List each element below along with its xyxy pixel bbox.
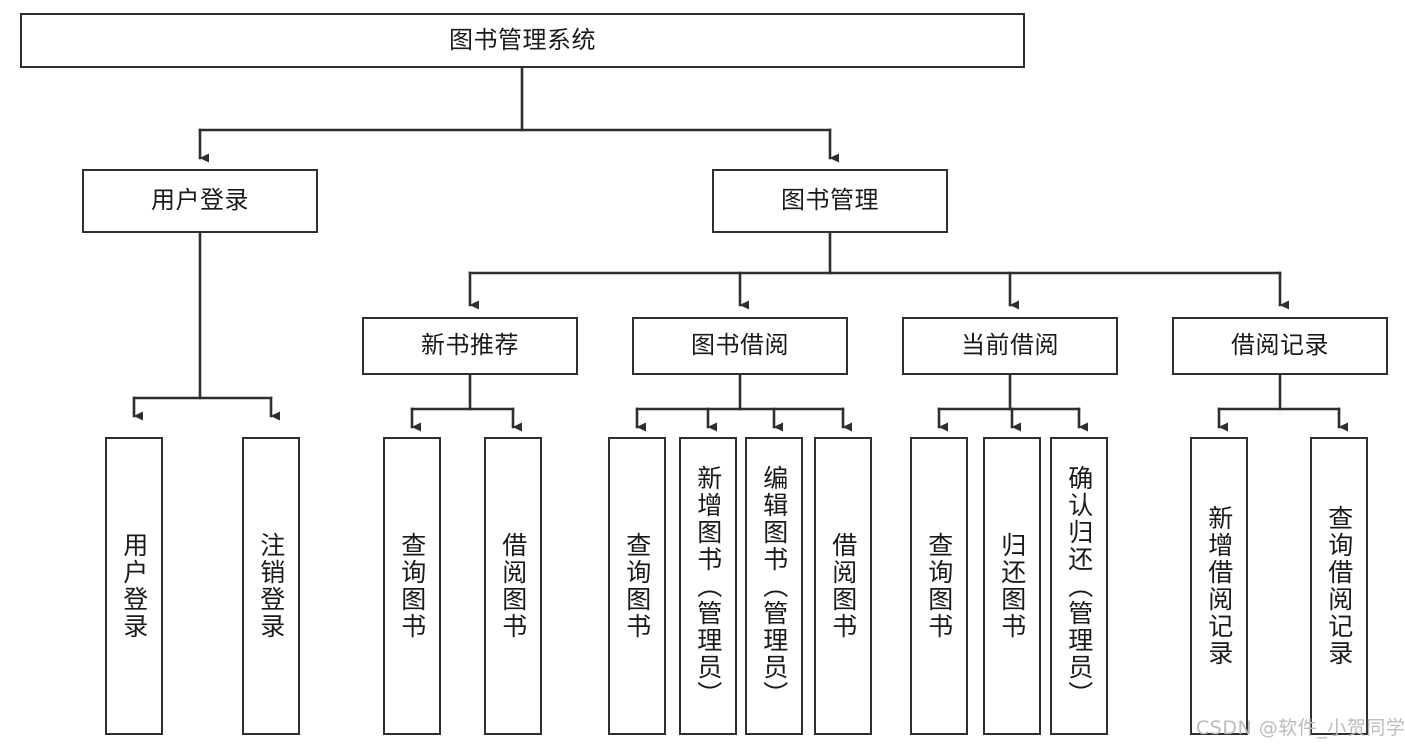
node-book-manage[interactable]: 图书管理 — [712, 169, 948, 233]
node-leaf-query-book-3-label: 查询图书 — [924, 532, 954, 640]
node-leaf-query-record[interactable]: 查询借阅记录 — [1310, 437, 1368, 735]
node-leaf-query-book-1[interactable]: 查询图书 — [383, 437, 441, 735]
node-leaf-add-record-label: 新增借阅记录 — [1204, 505, 1234, 667]
node-leaf-add-book[interactable]: 新增图书（管理员） — [679, 437, 737, 735]
node-leaf-edit-book-label: 编辑图书（管理员） — [759, 464, 789, 708]
node-current-loan[interactable]: 当前借阅 — [902, 317, 1118, 375]
node-leaf-query-book-1-label: 查询图书 — [397, 532, 427, 640]
node-leaf-add-record[interactable]: 新增借阅记录 — [1190, 437, 1248, 735]
node-leaf-user-login-label: 用户登录 — [119, 532, 149, 640]
node-leaf-borrow-book-2[interactable]: 借阅图书 — [814, 437, 872, 735]
node-leaf-borrow-book-1-label: 借阅图书 — [498, 532, 528, 640]
node-leaf-confirm-return[interactable]: 确认归还（管理员） — [1050, 437, 1108, 735]
node-loan-records[interactable]: 借阅记录 — [1172, 317, 1388, 375]
node-leaf-return-book-label: 归还图书 — [997, 532, 1027, 640]
node-leaf-user-login[interactable]: 用户登录 — [105, 437, 163, 735]
node-leaf-edit-book[interactable]: 编辑图书（管理员） — [745, 437, 803, 735]
node-root-label: 图书管理系统 — [449, 25, 596, 54]
node-user-login-label: 用户登录 — [151, 186, 249, 215]
node-leaf-query-book-3[interactable]: 查询图书 — [910, 437, 968, 735]
node-current-loan-label: 当前借阅 — [961, 331, 1059, 360]
node-new-book-rec[interactable]: 新书推荐 — [362, 317, 578, 375]
node-user-login[interactable]: 用户登录 — [82, 169, 318, 233]
node-leaf-add-book-label: 新增图书（管理员） — [693, 464, 723, 708]
node-book-borrow[interactable]: 图书借阅 — [632, 317, 848, 375]
node-leaf-query-book-2-label: 查询图书 — [622, 532, 652, 640]
node-leaf-borrow-book-2-label: 借阅图书 — [828, 532, 858, 640]
node-leaf-logout-label: 注销登录 — [256, 532, 286, 640]
watermark-text: CSDN @软件_小贺同学 — [1196, 717, 1405, 739]
node-book-manage-label: 图书管理 — [781, 186, 879, 215]
connector-lines — [132, 66, 1348, 432]
node-loan-records-label: 借阅记录 — [1231, 331, 1329, 360]
node-leaf-query-record-label: 查询借阅记录 — [1324, 505, 1354, 667]
node-root[interactable]: 图书管理系统 — [20, 13, 1025, 68]
node-leaf-logout[interactable]: 注销登录 — [242, 437, 300, 735]
node-leaf-query-book-2[interactable]: 查询图书 — [608, 437, 666, 735]
node-leaf-confirm-return-label: 确认归还（管理员） — [1064, 464, 1094, 708]
node-book-borrow-label: 图书借阅 — [691, 331, 789, 360]
node-new-book-rec-label: 新书推荐 — [421, 331, 519, 360]
node-leaf-borrow-book-1[interactable]: 借阅图书 — [484, 437, 542, 735]
node-leaf-return-book[interactable]: 归还图书 — [983, 437, 1041, 735]
